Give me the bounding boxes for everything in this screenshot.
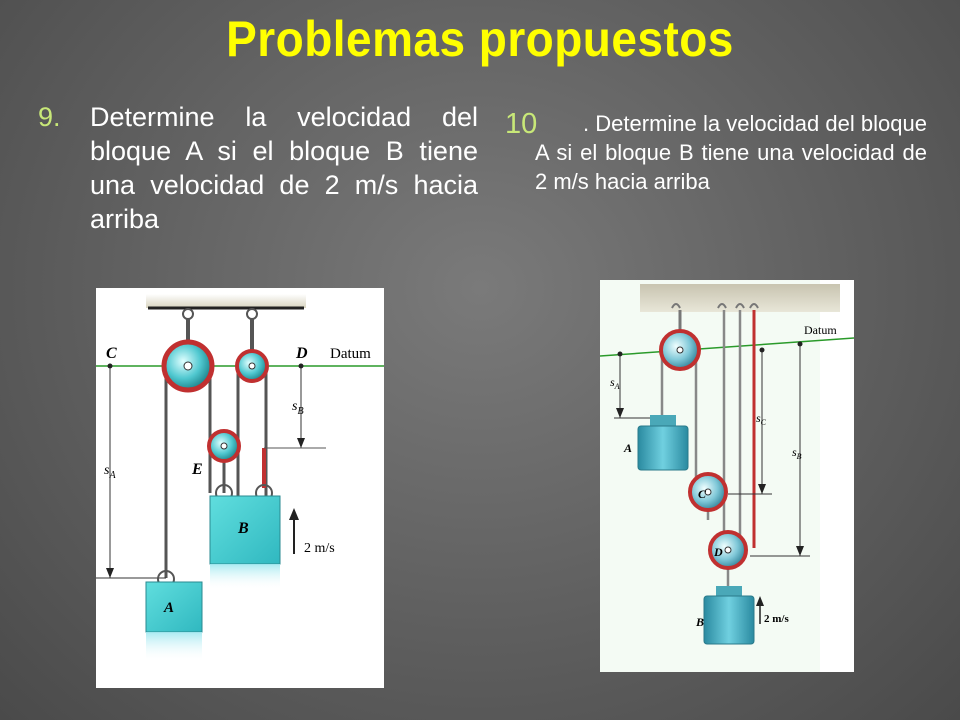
figure-problem-9: C D Datum sB sA E B 2 m/s A [96,288,384,688]
label-c: C [106,345,117,362]
problem-9-text: Determine la velocidad del bloque A si e… [90,102,478,234]
block-b [209,495,281,565]
ceiling [640,284,840,312]
problem-10: 10 . Determine la velocidad del bloque A… [505,110,927,196]
label-sb: sB [792,445,802,461]
label-pulley-d: D [713,545,723,559]
block-a [637,425,689,471]
label-velocity: 2 m/s [764,613,789,625]
problem-9-number: 9. [38,102,61,132]
label-datum: Datum [804,323,837,337]
problem-10-number: 10 [505,108,538,140]
label-velocity: 2 m/s [304,541,335,556]
label-sb: sB [292,399,304,417]
problem-9: 9. Determine la velocidad del bloque A s… [38,100,478,236]
label-pulley-c: C [698,487,707,501]
label-e: E [191,461,203,478]
label-datum: Datum [330,346,371,362]
figure-problem-10: Datum sA A C sC [599,280,855,672]
block-a [145,581,203,633]
problem-10-text: . Determine la velocidad del bloque A si… [535,111,927,194]
block-b [703,595,755,645]
label-block-a: A [163,600,174,616]
pulley-diagram-10: Datum sA A C sC [599,280,855,672]
label-d: D [295,345,308,362]
datum-line [599,337,855,357]
label-sa: sA [104,463,116,481]
pulley-diagram-9: C D Datum sB sA E B 2 m/s A [96,294,384,662]
label-sa: sA [610,375,620,391]
ceiling [146,294,306,308]
label-block-b: B [695,615,704,629]
label-block-a: A [623,441,632,455]
label-block-b: B [237,520,249,537]
slide-title: Problemas propuestos [226,11,734,67]
label-sc: sC [756,411,767,427]
